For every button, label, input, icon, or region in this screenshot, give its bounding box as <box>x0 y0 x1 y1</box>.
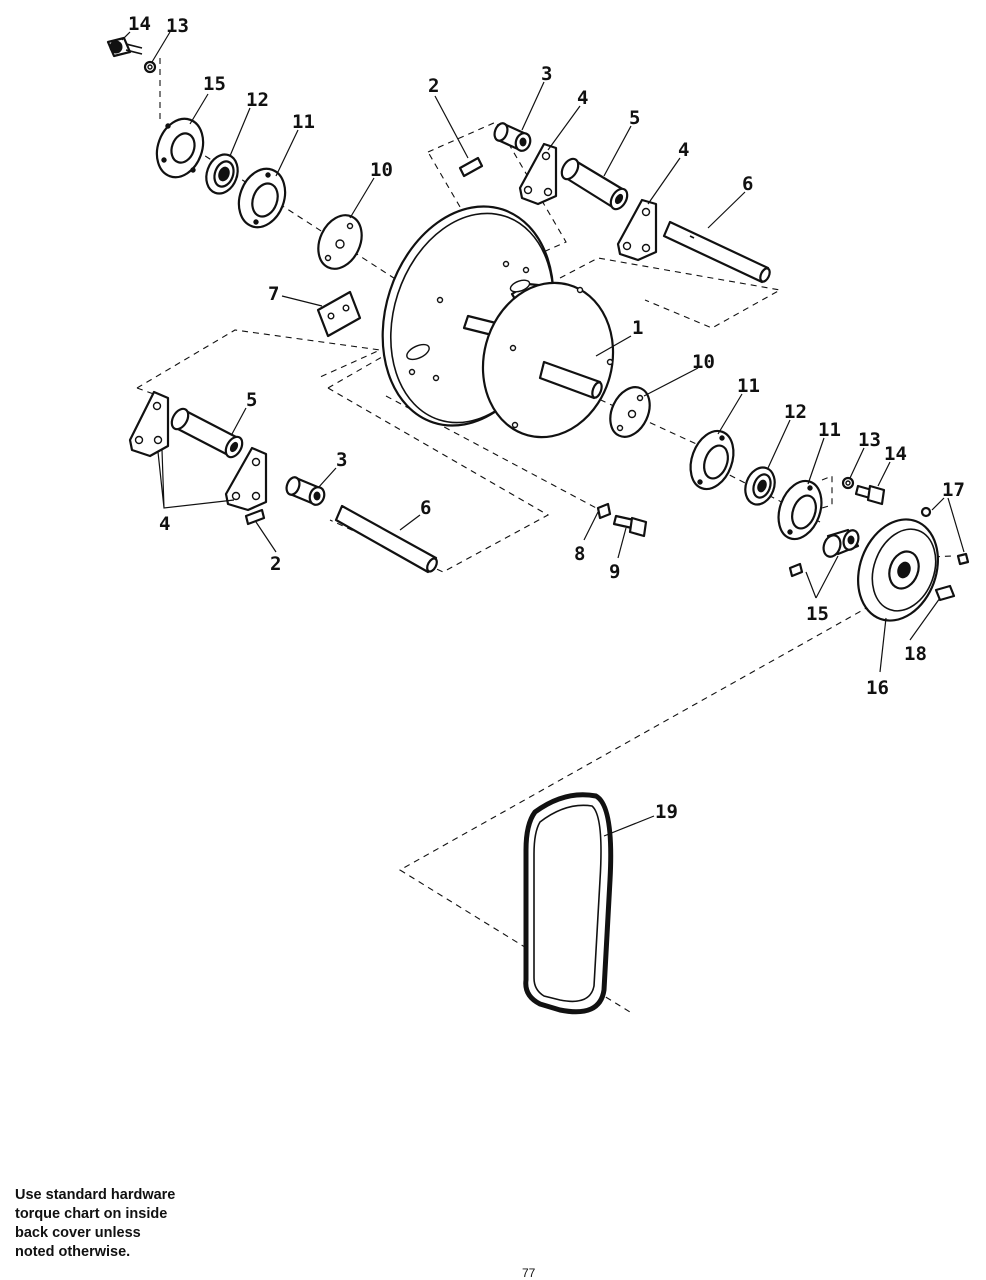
bracket-4-bottom-left <box>128 390 170 458</box>
bracket-4-top-left <box>518 142 558 206</box>
washer-13-right <box>841 476 855 490</box>
callout-4-top-right: 4 <box>678 139 689 161</box>
callout-2-bottom: 2 <box>270 553 281 575</box>
lock-washer-8 <box>596 502 612 520</box>
shaft-6-top <box>662 220 771 284</box>
callout-labels: 14 13 15 12 11 10 2 3 4 5 4 6 7 1 10 11 … <box>128 13 965 823</box>
roller-5-bottom <box>170 407 244 459</box>
callout-8: 8 <box>574 543 585 565</box>
bearing-12-top <box>205 153 239 195</box>
callout-leader-lines <box>121 31 965 837</box>
callout-2-top: 2 <box>428 75 439 97</box>
callout-14-right: 14 <box>884 443 907 465</box>
roll-pin-2-top <box>458 156 484 178</box>
callout-19: 19 <box>655 801 678 823</box>
callout-11-right-b: 11 <box>818 419 841 441</box>
torque-note-line-4: noted otherwise. <box>15 1244 131 1260</box>
page-number: 77 <box>522 1266 536 1280</box>
callout-13-right: 13 <box>858 429 881 451</box>
bracket-4-bottom-right <box>224 446 268 512</box>
callout-15-right: 15 <box>806 603 829 625</box>
callout-10-right: 10 <box>692 351 715 373</box>
shaft-6-bottom <box>334 504 438 574</box>
set-screw-17 <box>920 506 970 566</box>
callout-17: 17 <box>942 479 965 501</box>
callout-11-top: 11 <box>292 111 315 133</box>
callout-3-top: 3 <box>541 63 552 85</box>
bushing-3-top <box>493 122 532 152</box>
spacer-disc-10-top <box>317 214 363 270</box>
bolt-9 <box>612 514 648 538</box>
callout-12-right: 12 <box>784 401 807 423</box>
bracket-4-top-right <box>616 198 658 262</box>
bearing-flange-11-right-a <box>689 429 735 491</box>
callout-15-top: 15 <box>203 73 226 95</box>
key-18 <box>934 584 956 602</box>
callout-13-top: 13 <box>166 15 189 37</box>
torque-note-line-3: back cover unless <box>15 1225 141 1241</box>
torque-note-line-1: Use standard hardware <box>15 1187 176 1203</box>
callout-7: 7 <box>268 283 279 305</box>
callout-6-bottom: 6 <box>420 497 431 519</box>
callout-12-top: 12 <box>246 89 269 111</box>
callout-1: 1 <box>632 317 643 339</box>
clamp-plate-7 <box>316 290 362 338</box>
callout-5-top: 5 <box>629 107 640 129</box>
spacer-disc-10-right <box>609 386 651 438</box>
callout-18: 18 <box>904 643 927 665</box>
bearing-flange-11-top <box>237 167 287 229</box>
bearing-flange-11-right-b <box>777 479 823 541</box>
callout-16: 16 <box>866 677 889 699</box>
callout-3-bottom: 3 <box>336 449 347 471</box>
callout-9: 9 <box>609 561 620 583</box>
callout-6-top: 6 <box>742 173 753 195</box>
callout-10-top: 10 <box>370 159 393 181</box>
roll-pin-2-bottom <box>244 508 266 526</box>
callout-11-right-a: 11 <box>737 375 760 397</box>
washer-13-top <box>143 60 157 74</box>
pulley-16 <box>857 518 939 622</box>
screw-14-top <box>106 36 143 58</box>
callout-4-bottom: 4 <box>159 513 170 535</box>
callout-5-bottom: 5 <box>246 389 257 411</box>
bushing-3-bottom <box>285 476 326 506</box>
roller-5-top <box>560 157 629 211</box>
screw-14-right <box>854 484 886 506</box>
pulley-hub-15-right <box>788 528 860 578</box>
main-housing-1 <box>381 205 615 439</box>
callout-14-top: 14 <box>128 13 151 35</box>
flange-plate-15-top <box>155 117 205 179</box>
v-belt-19 <box>523 792 614 1015</box>
bearing-12-right <box>744 466 776 506</box>
torque-note-line-2: torque chart on inside <box>15 1206 168 1222</box>
callout-4-top-left: 4 <box>577 87 588 109</box>
torque-note: Use standard hardware torque chart on in… <box>15 1186 235 1262</box>
